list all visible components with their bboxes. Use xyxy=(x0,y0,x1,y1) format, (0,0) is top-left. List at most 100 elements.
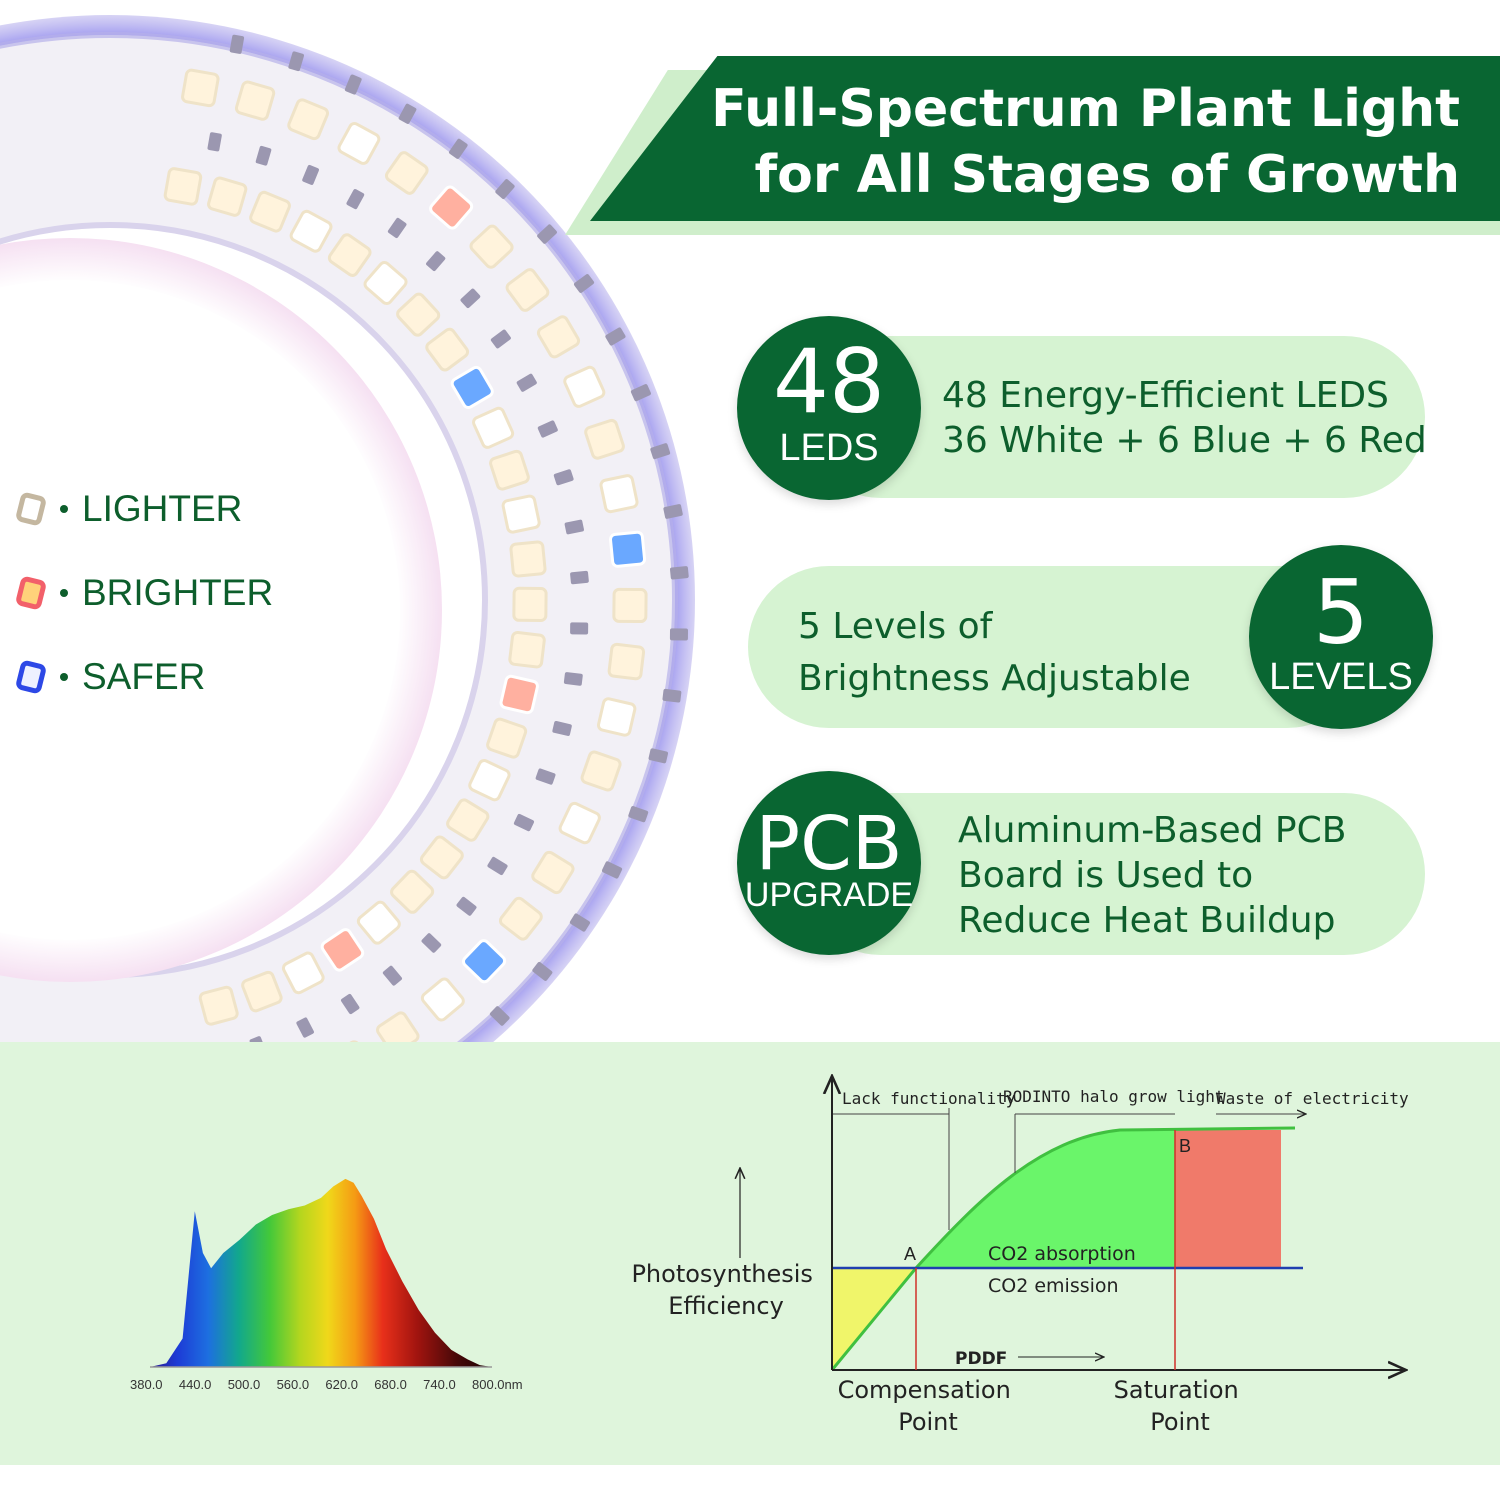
resistor-chip xyxy=(628,806,649,823)
legend-label: SAFER xyxy=(82,656,206,697)
spectrum-tick-label: 500.0 xyxy=(228,1377,261,1392)
resistor-chip xyxy=(449,138,468,159)
badge-caption: UPGRADE xyxy=(744,876,914,914)
led-chip xyxy=(287,98,330,141)
resistor-chip xyxy=(382,965,402,986)
led-chip xyxy=(512,586,548,623)
led-chip xyxy=(249,190,291,233)
led-chip xyxy=(429,185,474,230)
led-chip xyxy=(558,801,601,845)
led-chip xyxy=(396,292,441,337)
resistor-chip xyxy=(570,570,589,585)
led-chip xyxy=(489,449,530,491)
led-chip xyxy=(327,233,372,277)
zone-waste-label: Waste of electricity xyxy=(1216,1089,1409,1108)
resistor-chip xyxy=(513,813,535,832)
red-led-icon xyxy=(14,575,48,611)
spectrum-tick-label: 440.0 xyxy=(179,1377,212,1392)
spectrum-tick-label: 680.0 xyxy=(374,1377,407,1392)
resistor-chip xyxy=(650,443,671,460)
resistor-chip xyxy=(537,224,557,244)
led-chip xyxy=(356,900,401,945)
led-chip xyxy=(337,122,381,165)
efficiency-curve xyxy=(830,1126,1296,1371)
badge-number: 48 xyxy=(773,330,885,433)
led-chip xyxy=(163,167,203,206)
led-chip xyxy=(234,80,276,121)
led-chip xyxy=(536,315,581,359)
led-chip xyxy=(462,939,507,984)
led-chip xyxy=(468,758,511,802)
resistor-chip xyxy=(630,384,651,402)
resistor-chip xyxy=(495,179,515,199)
resistor-chip xyxy=(605,327,626,346)
resistor-chip xyxy=(532,961,553,981)
zone-lack-label: Lack functionality xyxy=(842,1089,1016,1108)
pddf-label: PDDF xyxy=(955,1349,1007,1369)
resistor-chip xyxy=(387,217,407,238)
point-b-label: B xyxy=(1179,1136,1191,1156)
point-a-label: A xyxy=(904,1244,916,1264)
badge-caption: LEDS xyxy=(779,427,879,469)
spectrum-tick-label: 620.0 xyxy=(325,1377,358,1392)
led-chip xyxy=(207,176,248,217)
led-chip xyxy=(531,850,575,895)
led-chip xyxy=(498,896,543,941)
bullet-dot xyxy=(60,589,68,597)
led-chip xyxy=(289,209,333,253)
compensation-point-label: Compensation Point xyxy=(838,1376,1019,1436)
badge-number: PCB xyxy=(755,801,903,887)
resistor-chip xyxy=(344,74,362,95)
spectrum-tick-label: 380.0 xyxy=(130,1377,163,1392)
resistor-chip xyxy=(516,373,537,392)
title-banner xyxy=(590,56,1500,221)
badge-caption: LEVELS xyxy=(1269,656,1413,698)
feature-text-levels: 5 Levels of Brightness Adjustable xyxy=(798,606,1191,699)
led-chip xyxy=(612,587,648,624)
resistor-chip xyxy=(490,329,511,349)
led-chip xyxy=(420,977,465,1022)
co2-absorption-label: CO2 absorption xyxy=(988,1243,1136,1265)
led-chip xyxy=(320,928,365,972)
led-chip xyxy=(486,717,528,759)
led-chip xyxy=(384,151,429,195)
resistor-chip xyxy=(489,1006,510,1026)
led-chip xyxy=(469,224,514,269)
led-chip xyxy=(198,985,239,1026)
led-chip xyxy=(584,418,625,460)
resistor-chip xyxy=(456,896,477,916)
led-chip xyxy=(472,406,515,449)
resistor-chip xyxy=(570,622,589,635)
resistor-chip xyxy=(648,748,669,764)
resistor-chip xyxy=(663,504,683,519)
resistor-chip xyxy=(487,856,508,876)
co2-emission-label: CO2 emission xyxy=(988,1275,1119,1297)
led-chip xyxy=(580,750,622,792)
legend-item-brighter: BRIGHTER xyxy=(14,568,273,618)
warm-white-led-icon xyxy=(14,491,48,527)
photosynthesis-efficiency-diagram: Lack functionality RODINTO halo grow lig… xyxy=(631,1068,1409,1436)
resistor-chip xyxy=(288,51,304,72)
spectrum-tick-label: 800.0nm xyxy=(472,1377,523,1392)
resistor-chip xyxy=(537,420,558,438)
led-chip xyxy=(181,68,220,108)
led-chip xyxy=(446,798,490,842)
feature-text-leds: 48 Energy-Efficient LEDS 36 White + 6 Bl… xyxy=(942,375,1427,461)
led-chip xyxy=(390,869,435,914)
resistor-chip xyxy=(601,861,623,879)
badge-leds: 48 LEDS xyxy=(737,316,921,500)
resistor-chip xyxy=(229,34,245,54)
page-title: Full-Spectrum Plant Light for All Stages… xyxy=(711,79,1460,205)
bullet-dot xyxy=(60,505,68,513)
resistor-chip xyxy=(669,566,689,580)
badge-number: 5 xyxy=(1313,561,1369,664)
resistor-chip xyxy=(398,103,417,124)
led-chip xyxy=(508,631,546,669)
led-chip xyxy=(599,474,639,514)
resistor-chip xyxy=(564,519,584,535)
resistor-chip xyxy=(302,164,319,185)
led-chip xyxy=(363,261,408,306)
legend-label: LIGHTER xyxy=(82,488,243,529)
